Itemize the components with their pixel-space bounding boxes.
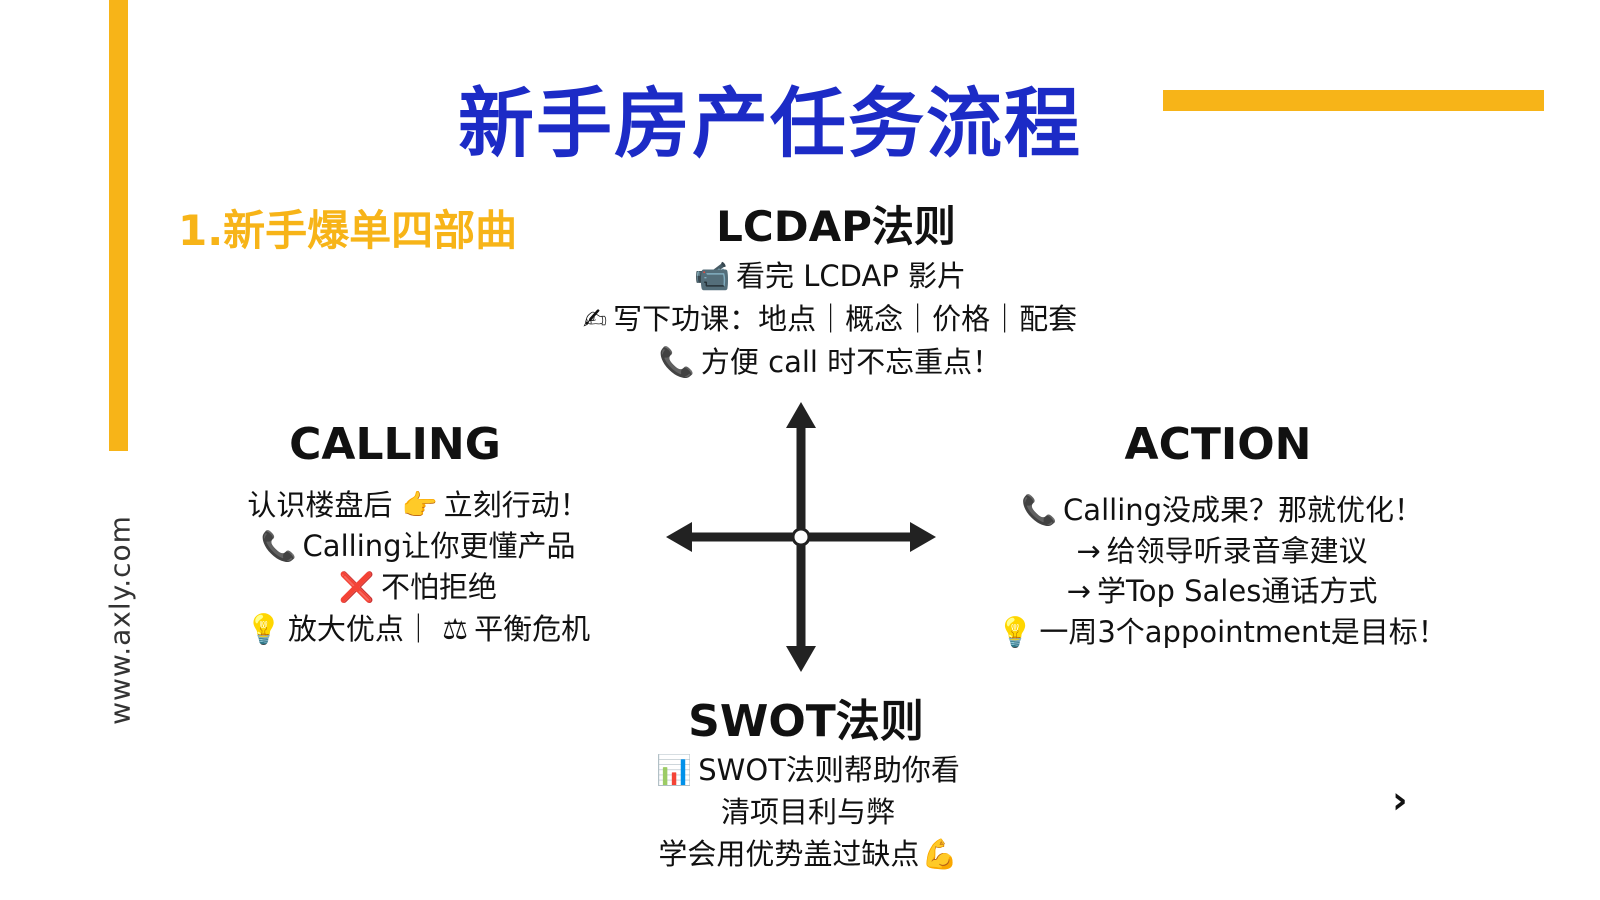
chevron-right-icon[interactable]: ›: [1392, 778, 1408, 822]
arrow-right-icon: →: [1076, 533, 1101, 568]
calling-line-text: 不怕拒绝: [381, 570, 498, 605]
title-accent-bar: [1163, 90, 1544, 111]
swot-heading: SWOT法则: [688, 696, 924, 747]
swot-text-block: 📊SWOT法则帮助你看 清项目利与弊 学会用优势盖过缺点💪: [656, 749, 960, 875]
lcdap-line-text: 方便 call 时不忘重点！: [700, 344, 1002, 379]
flexed-biceps-icon: 💪: [921, 837, 958, 872]
swot-line-text: 清项目利与弊: [720, 795, 896, 830]
telephone-icon: 📞: [658, 344, 695, 379]
writing-hand-icon: ✍: [582, 301, 608, 336]
action-heading: ACTION: [1124, 419, 1312, 470]
calling-line-text: 认识楼盘后: [247, 488, 393, 522]
action-line-text: 学Top Sales通话方式: [1096, 574, 1378, 609]
subtitle: 1.新手爆单四部曲: [178, 206, 518, 255]
lcdap-line: 📞方便 call 时不忘重点！: [583, 341, 1077, 384]
action-line: 📞Calling没成果？那就优化！: [997, 490, 1447, 531]
telephone-icon: 📞: [260, 529, 297, 564]
swot-line: 📊SWOT法则帮助你看: [656, 749, 960, 791]
calling-heading: CALLING: [289, 419, 501, 470]
light-bulb-icon: 💡: [245, 611, 282, 646]
action-text-block: 📞Calling没成果？那就优化！ →给领导听录音拿建议 →学Top Sales…: [997, 490, 1447, 652]
calling-line: ❌不怕拒绝: [246, 567, 590, 608]
bar-chart-icon: 📊: [656, 753, 693, 787]
cross-mark-icon: ❌: [338, 570, 376, 605]
lcdap-line: 📹看完 LCDAP 影片: [583, 255, 1077, 298]
swot-line-text: SWOT法则帮助你看: [698, 753, 960, 787]
lcdap-line-text: 写下功课：地点｜概念｜价格｜配套: [613, 301, 1078, 336]
calling-line: 📞Calling让你更懂产品: [246, 526, 590, 567]
arrow-right-head: [910, 522, 936, 552]
action-line: 💡一周3个appointment是目标！: [997, 612, 1447, 653]
swot-line: 学会用优势盖过缺点💪: [656, 833, 960, 875]
page-title: 新手房产任务流程: [458, 79, 1082, 168]
site-url[interactable]: www.axly.com: [103, 515, 137, 725]
calling-line-text: 平衡危机: [474, 611, 591, 646]
action-line-text: 给领导听录音拿建议: [1106, 533, 1368, 568]
video-camera-icon: 📹: [693, 259, 731, 293]
calling-line-text: 立刻行动！: [443, 488, 589, 522]
lcdap-line-text: 看完 LCDAP 影片: [736, 259, 967, 293]
swot-line: 清项目利与弊: [656, 791, 960, 833]
calling-line-text: Calling让你更懂产品: [302, 529, 576, 564]
arrow-center-node: [791, 527, 811, 547]
action-line-text: Calling没成果？那就优化！: [1063, 493, 1424, 527]
arrow-up-head: [786, 402, 816, 428]
four-direction-arrows-icon: [666, 402, 936, 672]
balance-scale-icon: ⚖: [442, 611, 469, 646]
left-accent-bar: [109, 0, 128, 451]
arrow-right-icon: →: [1066, 574, 1091, 609]
arrow-left-head: [666, 522, 692, 552]
calling-text-block: 认识楼盘后 👉立刻行动！ 📞Calling让你更懂产品 ❌不怕拒绝 💡放大优点｜…: [246, 485, 590, 650]
arrow-down-head: [786, 646, 816, 672]
calling-line: 认识楼盘后 👉立刻行动！: [246, 485, 590, 526]
telephone-icon: 📞: [1020, 493, 1058, 527]
lcdap-heading: LCDAP法则: [716, 202, 956, 251]
calling-line-text: 放大优点｜: [287, 611, 433, 646]
action-line-text: 一周3个appointment是目标！: [1039, 614, 1447, 649]
lcdap-text-block: 📹看完 LCDAP 影片 ✍写下功课：地点｜概念｜价格｜配套 📞方便 call …: [583, 255, 1077, 384]
swot-line-text: 学会用优势盖过缺点: [658, 837, 920, 872]
action-line: →学Top Sales通话方式: [997, 571, 1447, 612]
lcdap-line: ✍写下功课：地点｜概念｜价格｜配套: [583, 298, 1077, 341]
light-bulb-icon: 💡: [997, 614, 1034, 649]
action-line: →给领导听录音拿建议: [997, 531, 1447, 572]
calling-line: 💡放大优点｜ ⚖平衡危机: [246, 609, 590, 650]
pointing-hand-icon: 👉: [401, 488, 438, 522]
